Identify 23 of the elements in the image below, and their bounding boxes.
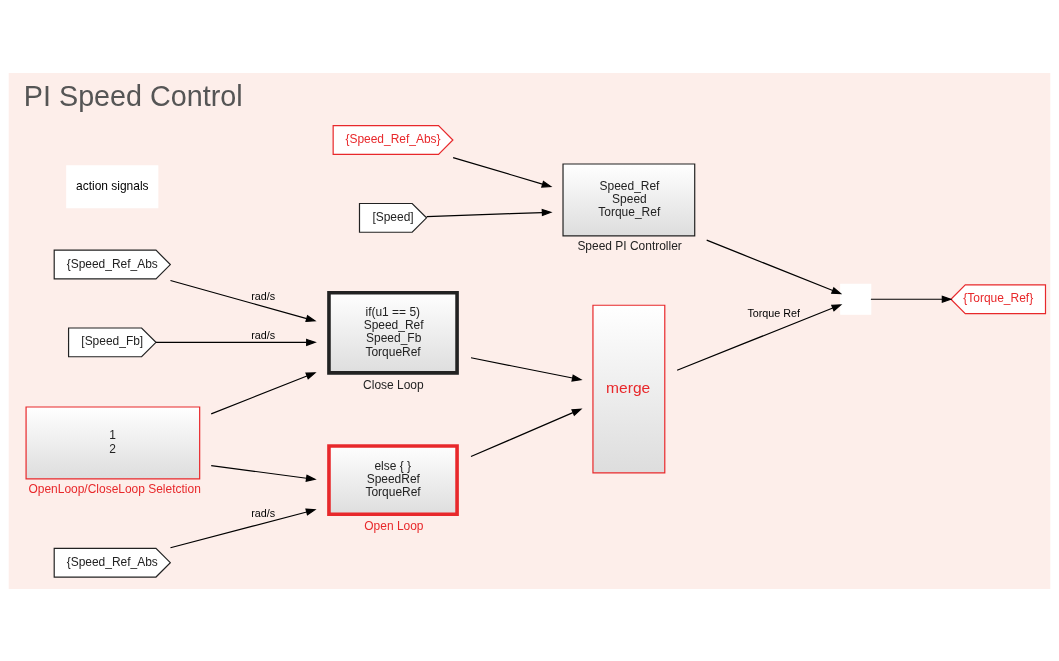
- diagram-title: PI Speed Control: [23, 79, 243, 112]
- arrow: [706, 239, 843, 294]
- arrow: [676, 303, 843, 371]
- arrow: [210, 464, 317, 482]
- arrow: [210, 371, 317, 414]
- node-label: Open Loop: [364, 518, 424, 533]
- arrow: [452, 156, 553, 188]
- edge-label: Torque Ref: [747, 306, 801, 319]
- arrow: [426, 208, 553, 217]
- label: action signals: [76, 178, 149, 193]
- arrow: [870, 295, 953, 303]
- edge-label: rad/s: [251, 289, 276, 302]
- arrow: [169, 279, 317, 322]
- edge-label: rad/s: [251, 506, 276, 519]
- edge-label: rad/s: [251, 328, 276, 341]
- node-label: Close Loop: [363, 377, 424, 392]
- node-label: Speed PI Controller: [577, 238, 682, 253]
- node-switch: [840, 283, 872, 315]
- arrow: [155, 338, 317, 346]
- arrow: [470, 356, 583, 382]
- node-label: OpenLoop/CloseLoop Seletction: [28, 481, 201, 496]
- arrow: [470, 408, 583, 457]
- arrow: [169, 507, 317, 548]
